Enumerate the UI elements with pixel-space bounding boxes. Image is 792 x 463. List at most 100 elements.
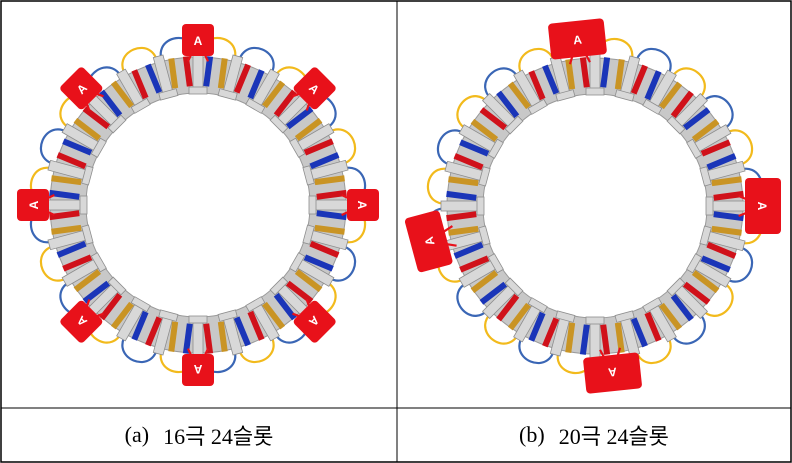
stator-tooth	[245, 68, 280, 114]
conductor-bar	[644, 311, 662, 342]
stator-tooth	[289, 123, 335, 158]
phase-a-terminal: A	[745, 178, 781, 234]
conductor-bar	[711, 225, 742, 236]
phase-a-terminal: A	[182, 24, 214, 56]
conductor-bar	[659, 81, 683, 110]
stator-tooth	[686, 253, 732, 288]
caption-a-text: 16극 24슬롯	[163, 424, 274, 449]
phase-a-terminal: A	[583, 352, 642, 394]
tooth-body	[440, 200, 482, 212]
conductor-bar	[706, 241, 737, 259]
tooth-shoe	[302, 224, 315, 245]
conductor-bar	[579, 324, 590, 355]
tooth-shoe	[666, 115, 686, 135]
tooth-shoe	[107, 276, 127, 296]
conductor-bar	[528, 311, 546, 342]
caption-b-label: (b)	[519, 422, 545, 447]
conductor-bar	[479, 281, 508, 305]
tooth-shoe	[705, 196, 714, 216]
stator-tooth	[188, 50, 208, 95]
conductor-bar	[73, 117, 102, 141]
tooth-shoe	[245, 296, 266, 313]
conductor-bar	[691, 118, 720, 142]
stator-tooth	[47, 159, 94, 186]
conductor-bar	[448, 225, 479, 236]
stator-tooth	[152, 309, 179, 356]
tooth-shoe	[699, 225, 712, 246]
tooth-shoe	[130, 97, 151, 114]
tooth-body	[589, 319, 601, 361]
conductor-bar	[614, 322, 625, 353]
stator-tooth	[152, 54, 179, 101]
tooth-shoe	[130, 296, 151, 313]
conductor-bar	[496, 90, 520, 119]
conductor-bar	[706, 153, 737, 171]
conductor-bar	[247, 310, 265, 341]
terminal-label: A	[572, 32, 582, 47]
tooth-shoe	[527, 98, 548, 115]
conductor-bar	[203, 56, 214, 87]
conductor-bar	[62, 138, 93, 156]
tooth-shoe	[527, 297, 548, 314]
conductor-bar	[630, 64, 648, 95]
tooth-shoe	[302, 165, 315, 186]
phase-a-terminal: A	[404, 210, 453, 273]
conductor-bar	[316, 189, 347, 200]
diagram-20-pole-24-slot: A A A A	[404, 18, 781, 394]
stator-tooth	[116, 296, 151, 342]
conductor-bar	[479, 107, 508, 131]
terminal-box	[60, 300, 103, 343]
conductor-bar	[110, 301, 134, 330]
conductor-bar	[314, 224, 345, 235]
conductor-bar	[670, 293, 694, 322]
conductor-bar	[507, 302, 531, 331]
tooth-body	[192, 318, 204, 360]
terminal-box	[293, 67, 336, 110]
phase-a-terminal: A	[293, 67, 336, 110]
stator-tooth	[458, 253, 504, 288]
tooth-shoe	[476, 196, 485, 216]
conductor-bar	[446, 211, 477, 222]
conductor-bar	[691, 270, 720, 294]
conductor-bar	[644, 70, 662, 101]
tooth-shoe	[585, 87, 605, 96]
terminal-box	[182, 354, 214, 386]
conductor-bar	[168, 321, 179, 352]
stator-tooth	[482, 93, 524, 135]
terminal-box	[347, 189, 379, 221]
conductor-bar	[145, 316, 163, 347]
stator-tooth	[482, 277, 524, 319]
tooth-shoe	[699, 166, 712, 187]
conductor-bar	[131, 69, 149, 100]
stator-tooth	[47, 224, 94, 251]
conductor-bar	[659, 302, 683, 331]
stator-tooth	[666, 93, 708, 135]
terminal-label: A	[607, 365, 617, 380]
conductor-bar	[565, 59, 576, 90]
terminal-box	[17, 189, 49, 221]
stator-tooth	[302, 159, 349, 186]
terminal-label: A	[755, 202, 769, 211]
terminal-label: A	[422, 235, 438, 247]
tooth-shoe	[289, 137, 306, 158]
conductor-bar	[314, 175, 345, 186]
conductor-bar	[51, 175, 82, 186]
tooth-shoe	[642, 297, 663, 314]
tooth-body	[43, 199, 85, 211]
conductor-bar	[294, 269, 323, 293]
phase-a-terminal: A	[347, 189, 379, 221]
tooth-shoe	[504, 277, 524, 297]
conductor-bar	[682, 281, 711, 305]
phase-a-terminal: A	[548, 18, 607, 60]
conductor-bar	[470, 270, 499, 294]
conductor-bar	[453, 241, 484, 259]
conductor-bar	[168, 58, 179, 89]
tooth-body	[708, 200, 750, 212]
terminal-box	[404, 210, 453, 273]
tooth-shoe	[79, 195, 88, 215]
conductor-bar	[700, 255, 731, 273]
stator-tooth	[642, 297, 677, 343]
conductor-bar	[82, 280, 111, 304]
